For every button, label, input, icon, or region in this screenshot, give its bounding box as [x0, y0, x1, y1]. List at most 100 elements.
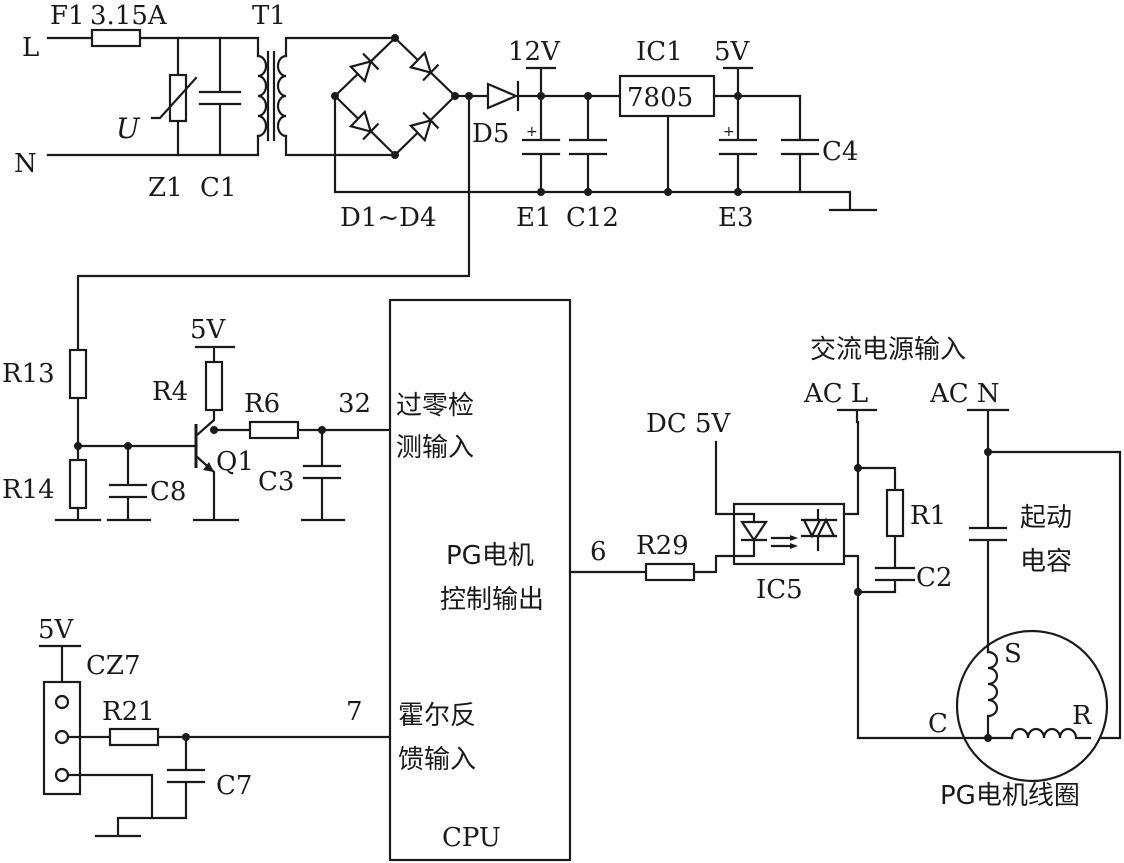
label-pin-7: 7 — [346, 697, 363, 727]
cpu-block — [388, 298, 572, 862]
dc-rail: + + — [76, 66, 878, 352]
label-ac-n: AC N — [929, 379, 1000, 409]
label-c8: C8 — [150, 477, 186, 507]
label-dc-5v: DC 5V — [646, 409, 732, 439]
cap-c12 — [568, 94, 608, 194]
label-c7: C7 — [216, 771, 252, 801]
coil-s — [986, 650, 999, 740]
cap-c7 — [166, 735, 206, 820]
label-z1: Z1 — [148, 173, 183, 203]
label-motor-coil: PG电机线圈 — [940, 781, 1080, 811]
cap-e3 — [718, 94, 758, 194]
label-start-cap-1: 起动 — [1020, 503, 1072, 533]
resistor-r6 — [248, 420, 300, 440]
label-pin-32: 32 — [338, 389, 371, 419]
resistor-r14 — [68, 458, 88, 510]
varistor-slash — [150, 76, 198, 120]
transformer-t1 — [256, 36, 397, 157]
label-q1: Q1 — [216, 447, 254, 477]
diode-d4 — [408, 111, 440, 143]
fuse-f1 — [90, 28, 142, 48]
resistor-r21 — [108, 727, 160, 747]
label-r13: R13 — [2, 359, 55, 389]
label-f1: F1 — [50, 1, 85, 31]
label-zero-cross-1: 过零检 — [396, 391, 474, 421]
regulator-ic1 — [618, 74, 716, 118]
zero-cross-circuit — [54, 345, 392, 522]
label-e1: E1 — [516, 203, 552, 233]
wire-ground-return — [333, 94, 878, 212]
resistor-r29 — [644, 562, 696, 582]
label-fuse-rating: 3.15A — [90, 1, 168, 31]
svg-text:+: + — [526, 124, 538, 140]
capacitor-c1 — [198, 36, 242, 157]
pg-motor-driver — [568, 408, 1122, 783]
label-5v-top: 5V — [714, 37, 751, 67]
resistor-r4 — [204, 360, 224, 412]
bridge-outline — [333, 36, 457, 157]
label-12v: 12V — [508, 37, 561, 67]
label-hall-2: 馈输入 — [398, 745, 476, 775]
label-d5: D5 — [472, 119, 509, 149]
label-hall-1: 霍尔反 — [398, 701, 476, 731]
label-pg-control-2: 控制输出 — [440, 585, 544, 615]
label-c-node: C — [928, 709, 948, 739]
label-r21: R21 — [102, 697, 155, 727]
diode-d3 — [348, 109, 380, 141]
diode-d1 — [348, 52, 380, 84]
t1-secondary-coil — [276, 54, 288, 138]
wire-ic1 — [666, 94, 802, 194]
label-pin-6: 6 — [590, 537, 607, 567]
hall-feedback-circuit — [38, 644, 392, 838]
label-5v-q1: 5V — [190, 315, 227, 345]
label-r29: R29 — [636, 531, 689, 561]
pg-motor-coil — [955, 629, 1109, 783]
label-c12: C12 — [566, 203, 619, 233]
label-5v-cz7: 5V — [38, 615, 75, 645]
cap-c3 — [300, 428, 346, 522]
wire-5v-tap — [722, 66, 754, 98]
label-ic1: IC1 — [636, 37, 683, 67]
svg-text:+: + — [723, 124, 735, 140]
cap-c4 — [780, 94, 820, 194]
label-r6: R6 — [244, 389, 280, 419]
t1-core — [266, 50, 276, 142]
label-cz7: CZ7 — [86, 651, 141, 681]
label-r4: R4 — [152, 377, 188, 407]
label-r14: R14 — [2, 475, 55, 505]
label-c4: C4 — [822, 137, 858, 167]
label-ac-l: AC L — [803, 379, 868, 409]
wire-zero-cross-tap — [76, 94, 471, 352]
label-t1: T1 — [252, 1, 286, 31]
start-capacitor — [968, 450, 1122, 740]
label-e3: E3 — [718, 203, 754, 233]
t1-primary-coil — [256, 54, 268, 138]
coil-r — [1010, 727, 1092, 740]
label-cpu: CPU — [442, 823, 501, 853]
diode-d2 — [408, 50, 440, 82]
resistor-r13 — [68, 348, 88, 400]
label-ic5: IC5 — [756, 575, 803, 605]
label-l: L — [22, 33, 39, 63]
wire-12v-tap — [525, 66, 557, 98]
cap-e1 — [521, 94, 561, 194]
label-c3: C3 — [258, 467, 294, 497]
label-c2: C2 — [916, 563, 952, 593]
label-7805: 7805 — [627, 83, 693, 113]
diode-d5 — [486, 80, 520, 112]
label-r-coil: R — [1072, 701, 1093, 731]
label-c1: C1 — [200, 173, 236, 203]
labels: L N F1 3.15A T1 U Z1 C1 D1~D4 D5 12V IC1… — [2, 1, 1093, 853]
bridge-rectifier-d1-d4 — [331, 34, 459, 159]
resistor-r1 — [885, 488, 905, 538]
label-n: N — [14, 149, 37, 179]
label-ac-input: 交流电源输入 — [810, 335, 966, 365]
label-pg-control-1: PG电机 — [446, 541, 534, 571]
label-r1: R1 — [910, 501, 946, 531]
t1-secondary-leads — [284, 36, 397, 157]
label-u: U — [116, 112, 141, 145]
label-d1-d4: D1~D4 — [340, 203, 437, 233]
label-start-cap-2: 电容 — [1020, 547, 1072, 577]
